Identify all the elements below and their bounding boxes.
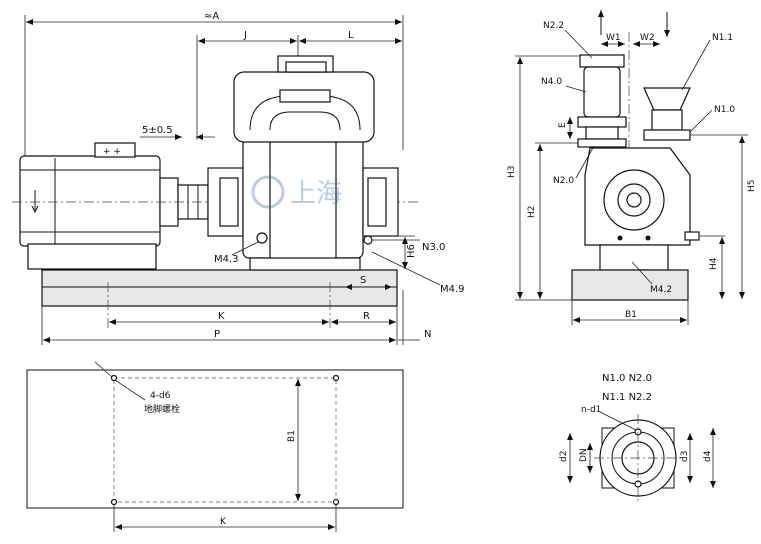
base-plate: [41, 269, 398, 307]
bearing-cap-left: [219, 177, 239, 227]
dim-label-h6: H6: [406, 244, 417, 258]
dim-label-s: S: [360, 275, 366, 286]
leader-n2-0: [575, 145, 595, 179]
label-n4-0: N4.0: [541, 77, 562, 87]
bolt-pattern-hidden: [113, 377, 337, 503]
dim-label-n: N: [424, 329, 431, 340]
terminal-marks: + +: [103, 147, 121, 157]
top-port-neck: [285, 61, 327, 73]
flange-title-1: N1.0 N2.0: [602, 373, 652, 384]
bolt-hole-bl: [110, 498, 118, 506]
dim-label-l: L: [348, 30, 354, 41]
leader-n1-0: [689, 109, 713, 133]
dim-label-j: J: [243, 30, 247, 41]
dim-label-gap: 5±0.5: [142, 125, 173, 136]
dim-label-w1: W1: [606, 33, 621, 43]
label-n2-2: N2.2: [543, 21, 564, 31]
port-n3-0-marker: [363, 235, 373, 245]
n2-2-flange: [579, 54, 625, 68]
leader-bolts: [94, 361, 113, 378]
dim-label-a: ≈A: [204, 11, 219, 22]
n1-0-pipe: [651, 109, 683, 131]
label-n3-0: N3.0: [422, 242, 445, 253]
base-plan-view: 4-d6 地脚螺栓 B1 K: [26, 361, 404, 532]
pump-feet: [249, 257, 361, 271]
dim-label-b1-plan: B1: [287, 430, 297, 442]
label-m4-9: M4.9: [440, 284, 465, 295]
label-n1-0: N1.0: [714, 105, 735, 115]
n1-0-flange: [643, 129, 691, 141]
side-view: W1 W2 N2.2 N1.1 N4.0 N1.0 N2.0: [507, 10, 757, 325]
label-bolt-count: 4-d6: [150, 391, 171, 401]
motor-foot: [27, 243, 157, 270]
dim-label-h3: H3: [507, 166, 517, 179]
side-bolt-1: [617, 235, 623, 241]
flange-detail: N1.0 N2.0 N1.1 N2.2 n-d1 d2 DN d3 d4: [559, 373, 716, 502]
dim-label-h4: H4: [709, 257, 719, 270]
n2-0-flange-top: [577, 116, 627, 128]
dim-label-b1-side: B1: [625, 310, 637, 320]
label-bolt-note: 地脚螺栓: [144, 403, 180, 415]
label-n-d1: n-d1: [581, 405, 601, 415]
side-base: [571, 269, 689, 301]
watermark-text: 上海: [290, 179, 342, 209]
side-support: [599, 244, 669, 271]
leader-n1-1: [681, 39, 711, 91]
dim-label-dn: DN: [579, 448, 589, 462]
leader-n-d1: [599, 411, 637, 431]
dim-label-w2: W2: [640, 33, 655, 43]
separator-elbow-inner: [269, 111, 341, 131]
motor-rotation-arrow: [31, 190, 39, 214]
dim-label-p: P: [214, 329, 220, 340]
bolt-hole-tr: [332, 374, 340, 382]
dim-label-k-plan: K: [220, 517, 227, 527]
side-shaft: [626, 192, 642, 208]
dim-label-d3: d3: [680, 451, 690, 462]
label-n1-1: N1.1: [712, 33, 733, 43]
label-n2-0: N2.0: [553, 176, 574, 186]
base-plan-outline: [26, 369, 404, 509]
n4-0-separator: [583, 66, 621, 118]
dim-label-k: K: [218, 311, 225, 322]
n2-0-neck: [585, 126, 619, 140]
dim-label-e: E: [558, 122, 568, 128]
side-bolt-2: [645, 235, 651, 241]
dim-label-h2: H2: [527, 206, 537, 219]
leader-m4-2: [631, 261, 653, 285]
leader-n4-0: [565, 85, 587, 93]
bolt-hole-tl: [110, 374, 118, 382]
pump-centre-body: [269, 129, 337, 267]
separator-inner-flange: [279, 89, 331, 103]
motor-terminal-box: [94, 142, 136, 158]
main-front-view: ≈A J L 5±0.5 + +: [12, 11, 465, 345]
bolt-hole-br: [332, 498, 340, 506]
n1-1-cone: [643, 87, 691, 111]
label-m4-3: M4.3: [214, 254, 239, 265]
leader-bolts-2: [114, 379, 146, 401]
dim-label-r: R: [363, 311, 370, 322]
dim-label-d4: d4: [703, 450, 713, 462]
watermark-logo: 上海: [251, 175, 342, 209]
bearing-cap-right: [367, 177, 387, 227]
port-m4-3-marker: [256, 232, 268, 244]
leader-m4-3: [231, 241, 259, 256]
label-m4-2: M4.2: [650, 285, 672, 295]
flange-title-2: N1.1 N2.2: [602, 392, 652, 403]
dim-label-d2: d2: [559, 451, 569, 462]
dim-label-h5: H5: [747, 180, 757, 193]
n2-0-flange-bottom: [577, 138, 627, 148]
side-drain-port: [684, 231, 700, 241]
leader-n2-2: [564, 29, 593, 59]
